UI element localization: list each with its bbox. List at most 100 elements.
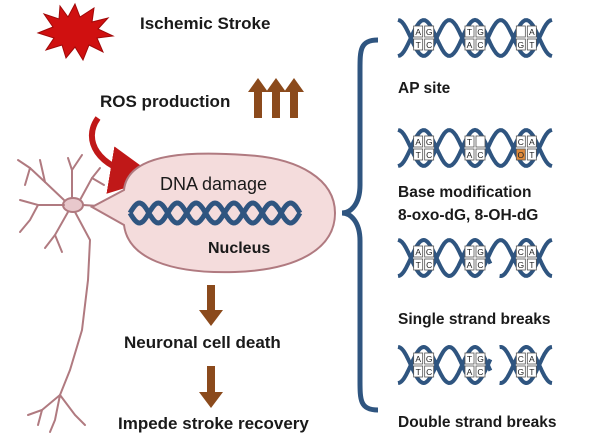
base-letter: G [426, 27, 433, 37]
base-box [515, 25, 526, 38]
down-arrow-2 [199, 366, 223, 408]
base-box [413, 148, 424, 161]
base-box [475, 148, 486, 161]
base-letter: T [416, 40, 421, 50]
base-box [475, 258, 486, 271]
label-8-oxo-dg: 8-oxo-dG, 8-OH-dG [398, 207, 539, 224]
dna-strand [499, 345, 553, 385]
base-letter: C [426, 260, 432, 270]
base-box [413, 38, 424, 51]
base-box [464, 38, 475, 51]
base-box [475, 365, 486, 378]
base-letter: C [518, 247, 524, 257]
base-letter: G [426, 247, 433, 257]
base-letter: G [477, 247, 484, 257]
base-letter: A [529, 247, 535, 257]
base-box [413, 245, 424, 258]
base-letter: A [467, 367, 473, 377]
base-letter: C [426, 367, 432, 377]
base-letter: G [426, 354, 433, 364]
base-letter: C [477, 367, 483, 377]
base-letter: T [467, 247, 472, 257]
base-box [475, 352, 486, 365]
dna-strand [397, 17, 553, 58]
label-neuronal-cell-death: Neuronal cell death [124, 333, 281, 352]
base-box [413, 352, 424, 365]
base-letter: T [467, 27, 472, 37]
base-letter: A [467, 40, 473, 50]
dna-strand [397, 18, 553, 59]
base-letter: A [415, 137, 421, 147]
dna-strand [397, 128, 553, 169]
base-letter: T [529, 260, 534, 270]
ros-to-nucleus-arrow [88, 116, 158, 194]
base-box [526, 148, 537, 161]
base-letter: C [477, 150, 483, 160]
base-letter: C [426, 40, 432, 50]
base-box [526, 245, 537, 258]
base-box [413, 25, 424, 38]
base-box [464, 148, 475, 161]
base-letter: C [518, 137, 524, 147]
base-letter: T [416, 150, 421, 160]
base-letter: G [518, 367, 525, 377]
starburst-icon [36, 2, 115, 62]
base-box [526, 25, 537, 38]
label-single-strand-breaks: Single strand breaks [398, 311, 551, 328]
base-box [526, 352, 537, 365]
nucleus-bubble [89, 152, 337, 274]
base-letter: A [529, 27, 535, 37]
base-box [515, 38, 526, 51]
dna-strand [397, 238, 553, 279]
base-box [475, 135, 486, 148]
base-box [464, 365, 475, 378]
base-letter: T [467, 137, 472, 147]
base-box [424, 258, 435, 271]
base-box [424, 352, 435, 365]
base-letter: G [426, 137, 433, 147]
base-letter: T [416, 367, 421, 377]
base-box [515, 135, 526, 148]
base-box [526, 38, 537, 51]
label-ap-site: AP site [398, 80, 451, 97]
base-box [413, 135, 424, 148]
base-letter: O [518, 150, 525, 160]
base-box [464, 25, 475, 38]
dna-strand [499, 238, 553, 278]
neuron-icon [17, 154, 116, 433]
base-box [424, 365, 435, 378]
base-letter: A [529, 137, 535, 147]
base-box [424, 245, 435, 258]
increase-arrows-icon [248, 78, 304, 118]
base-letter: A [415, 27, 421, 37]
base-box [475, 38, 486, 51]
label-base-modification: Base modification [398, 184, 532, 201]
base-box [424, 38, 435, 51]
base-box [424, 135, 435, 148]
base-box [413, 365, 424, 378]
base-letter: A [415, 247, 421, 257]
label-dna-damage: DNA damage [160, 174, 268, 194]
base-box [464, 135, 475, 148]
base-box [515, 245, 526, 258]
base-letter: T [529, 367, 534, 377]
label-nucleus: Nucleus [208, 240, 271, 257]
base-box [413, 258, 424, 271]
base-letter: T [529, 40, 534, 50]
label-ros-production: ROS production [100, 92, 231, 111]
base-letter: A [415, 354, 421, 364]
base-letter: G [518, 260, 525, 270]
base-box [464, 245, 475, 258]
base-box [526, 135, 537, 148]
base-letter: A [467, 150, 473, 160]
down-arrow-1 [199, 285, 223, 326]
base-letter: C [518, 354, 524, 364]
base-box [515, 365, 526, 378]
dna-strand [499, 345, 553, 385]
base-letter: T [529, 150, 534, 160]
base-box [424, 25, 435, 38]
base-letter: G [518, 40, 525, 50]
base-box [464, 352, 475, 365]
